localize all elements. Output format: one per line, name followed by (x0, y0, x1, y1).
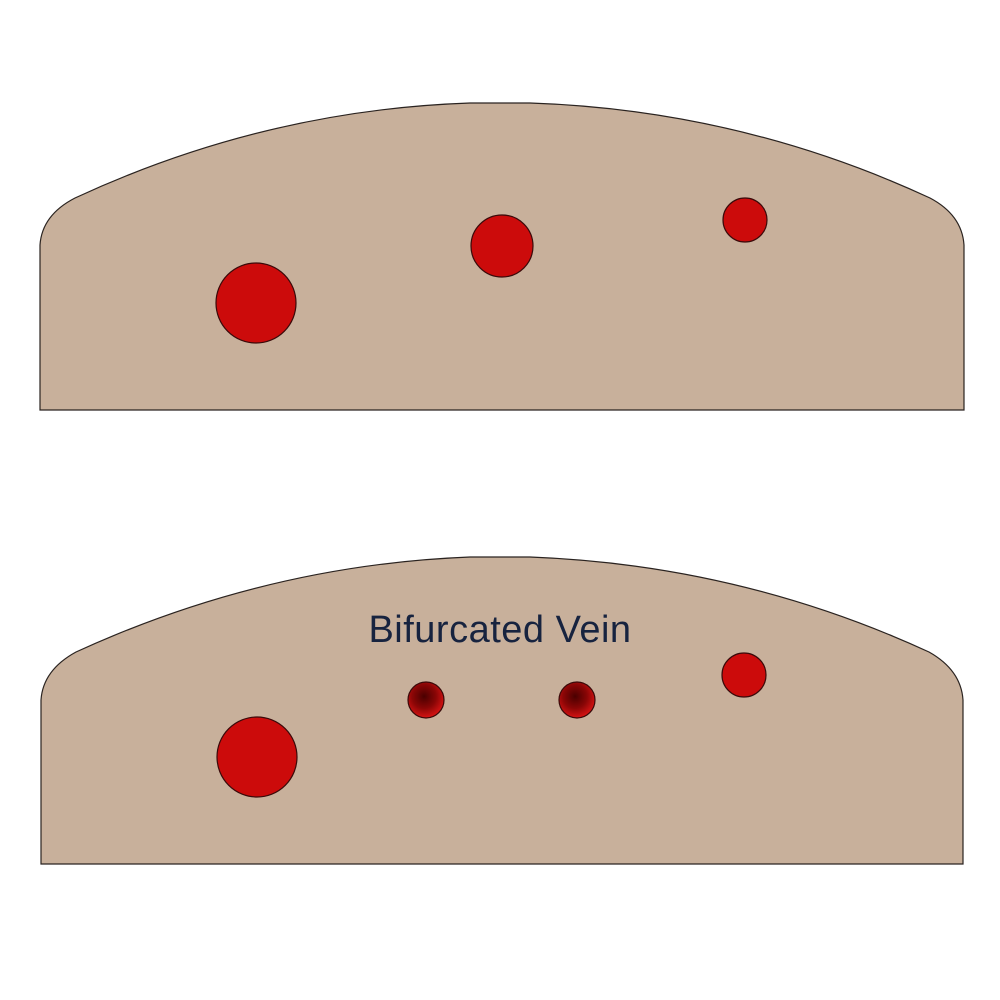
bottom-panel: Bifurcated Vein (40, 556, 964, 865)
bottom-tissue-cross-section (40, 556, 964, 865)
top-panel (39, 102, 965, 411)
top-large-vessel (215, 262, 297, 344)
bifurcated-vein-label: Bifurcated Vein (368, 609, 631, 651)
bottom-small-vessel (721, 652, 767, 698)
top-small-vessel (722, 197, 768, 243)
bifurcated-branch-left (407, 681, 445, 719)
bifurcated-branch-right (558, 681, 596, 719)
bottom-large-vessel (216, 716, 298, 798)
top-medium-vessel (470, 214, 534, 278)
